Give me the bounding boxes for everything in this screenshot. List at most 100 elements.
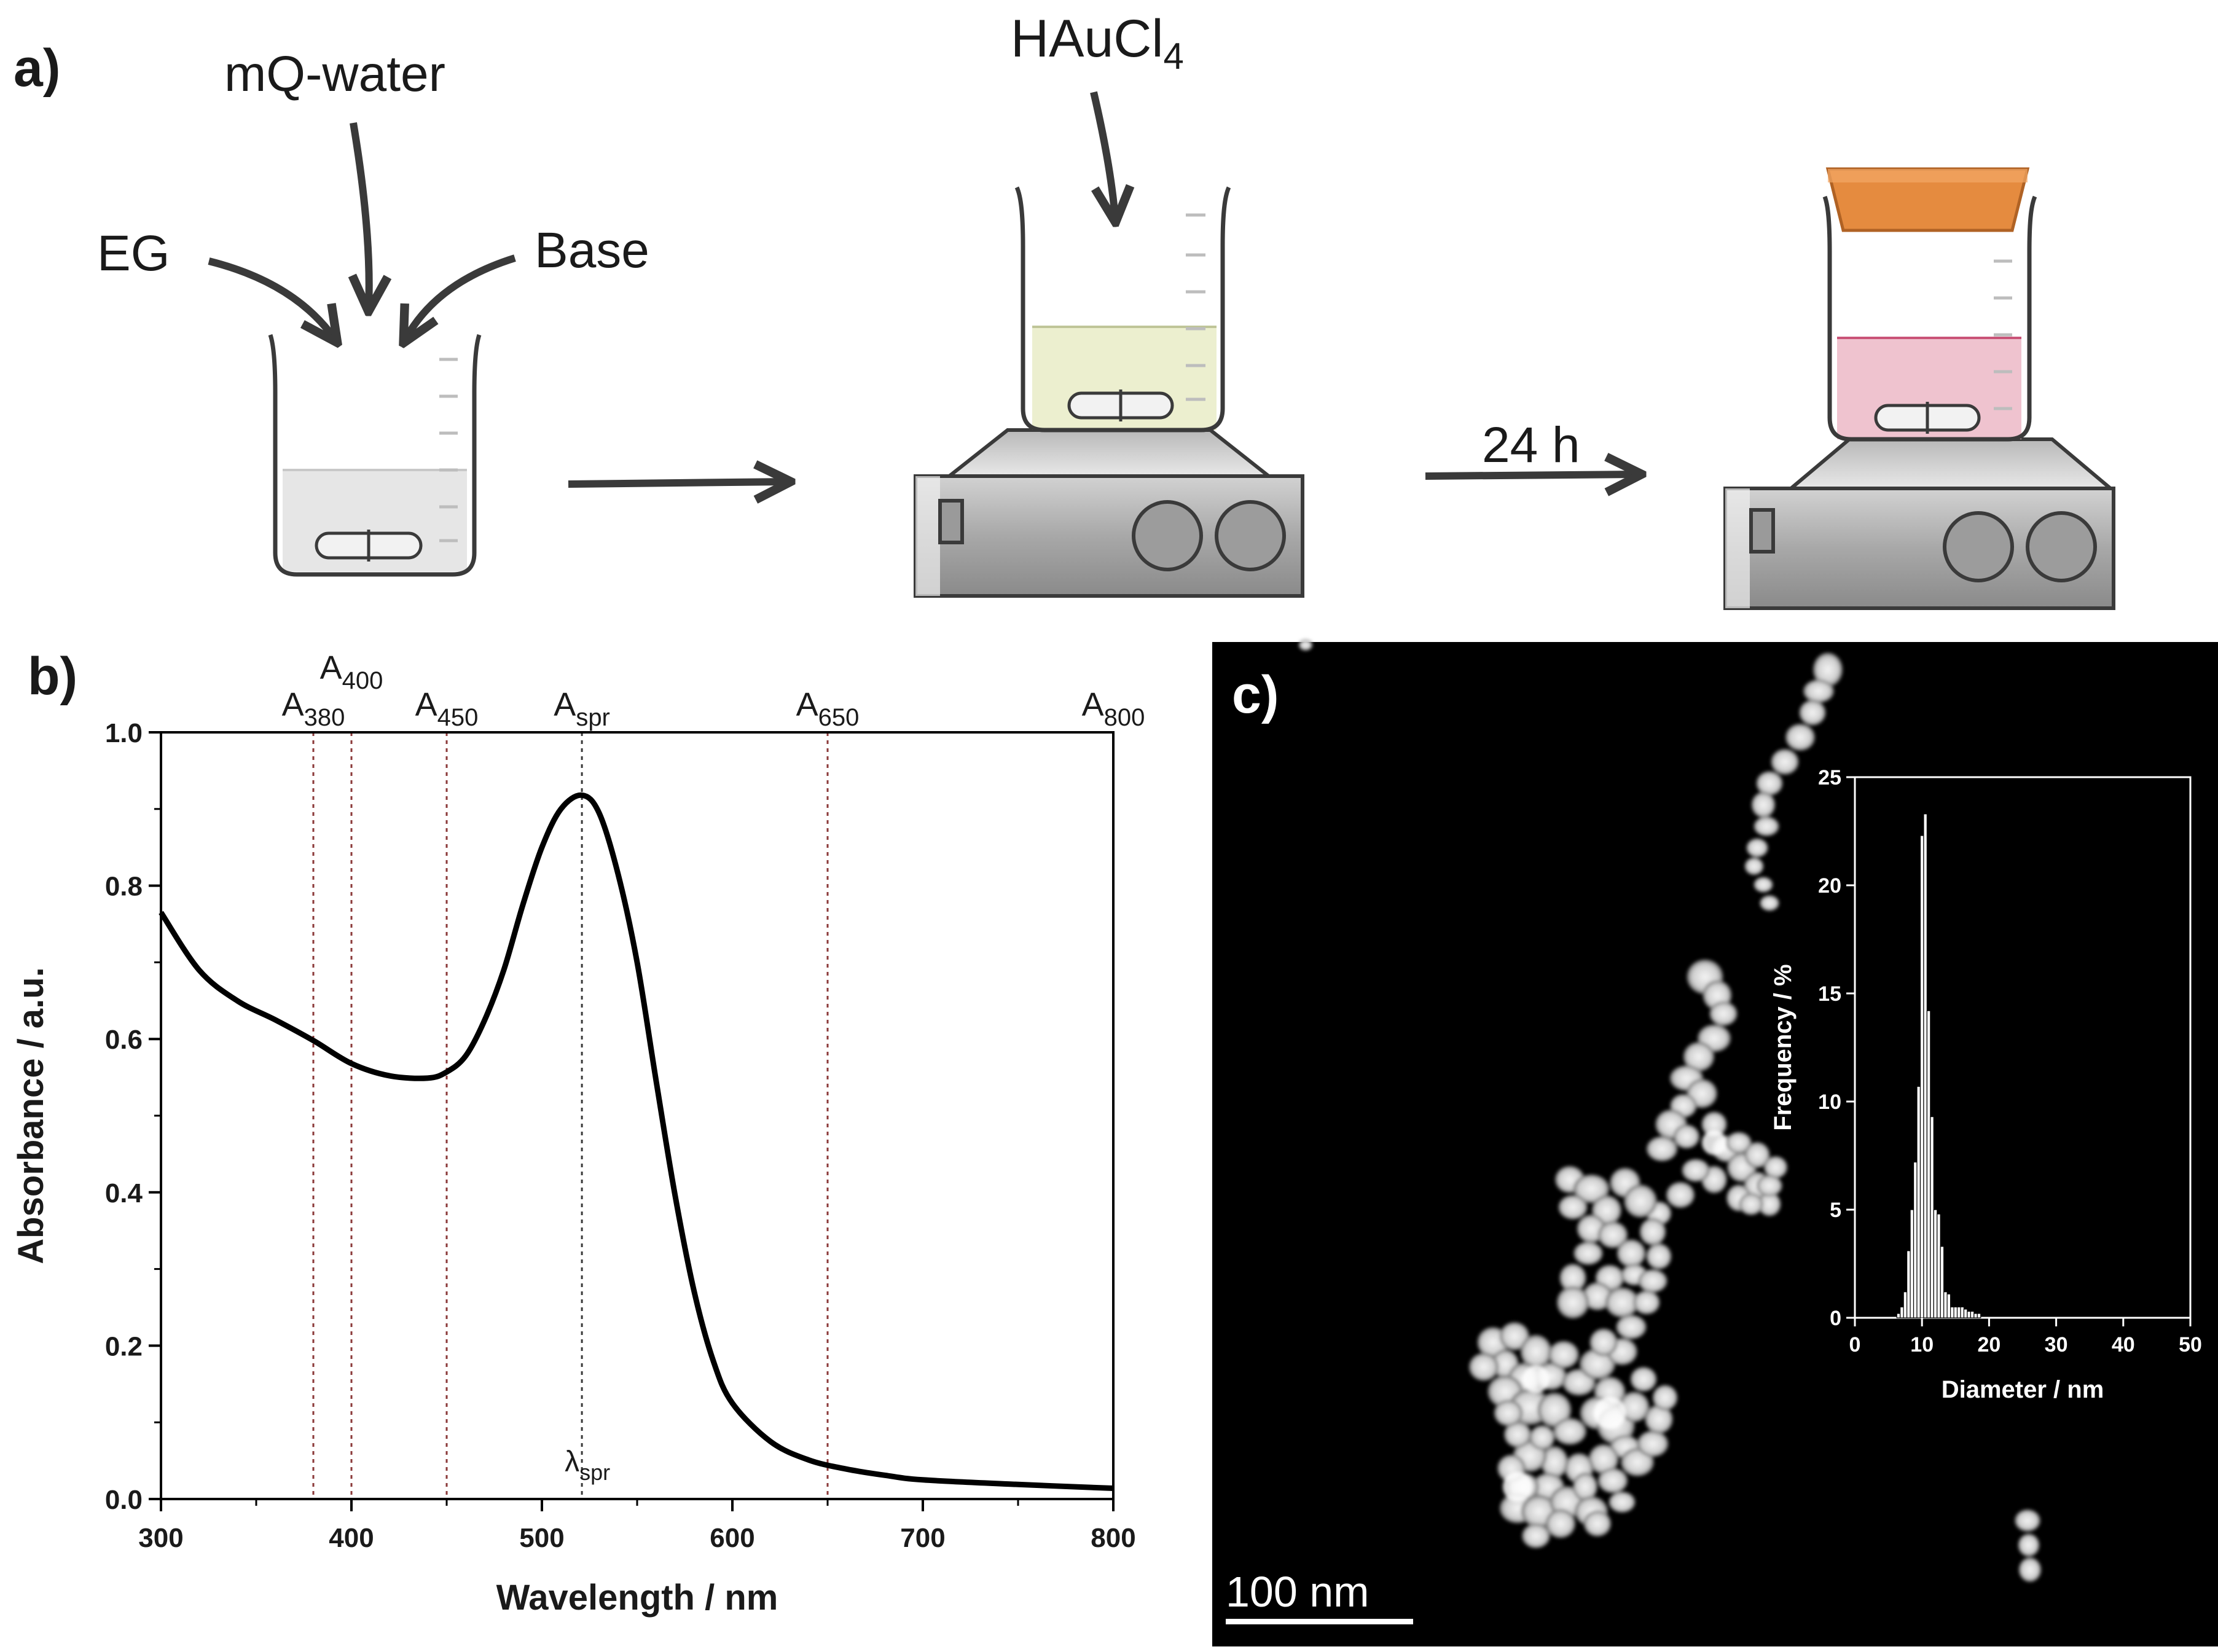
histogram-bar bbox=[1943, 1291, 1948, 1318]
hotplate-knob bbox=[1132, 500, 1203, 571]
nanoparticle bbox=[1683, 1042, 1715, 1071]
nanoparticle bbox=[1503, 1421, 1532, 1448]
nanoparticle bbox=[1757, 1175, 1782, 1197]
nanoparticle bbox=[1785, 724, 1816, 751]
nanoparticle bbox=[1645, 1404, 1673, 1434]
y-tick-label: 20 bbox=[1818, 874, 1841, 898]
histogram-bar bbox=[1933, 1209, 1938, 1318]
nanoparticle bbox=[1666, 1181, 1695, 1208]
nanoparticle bbox=[1522, 1366, 1550, 1393]
y-tick-label: 0 bbox=[1830, 1307, 1841, 1330]
histogram-bar bbox=[1900, 1306, 1904, 1318]
nanoparticle bbox=[1540, 1446, 1569, 1479]
nanoparticle bbox=[1639, 1218, 1666, 1246]
nanoparticle bbox=[1652, 1385, 1678, 1411]
nanoparticle bbox=[1624, 1184, 1657, 1218]
nanoparticle bbox=[1556, 1286, 1589, 1319]
beaker-step1 bbox=[268, 334, 482, 577]
x-tick-label: 400 bbox=[329, 1523, 374, 1553]
x-tick-label: 0 bbox=[1849, 1333, 1861, 1356]
y-tick-label: 0.2 bbox=[105, 1331, 143, 1361]
nanoparticle bbox=[1588, 1444, 1619, 1474]
nanoparticle bbox=[1754, 877, 1773, 893]
nanoparticle bbox=[1746, 838, 1768, 858]
plot-frame-b bbox=[160, 731, 1115, 1500]
nanoparticle bbox=[1559, 1263, 1586, 1293]
nanoparticle bbox=[1619, 1392, 1650, 1422]
x-tick-label: 40 bbox=[2112, 1333, 2135, 1356]
histogram-bar bbox=[1967, 1310, 1971, 1318]
y-tick-label: 0.8 bbox=[105, 872, 143, 902]
nanoparticle bbox=[1499, 1322, 1530, 1350]
hotplate-step3 bbox=[1723, 437, 2116, 610]
x-tick-label: 50 bbox=[2179, 1333, 2202, 1356]
marker-label: A380 bbox=[282, 686, 345, 731]
nanoparticle bbox=[1579, 1348, 1616, 1380]
marker-label: A650 bbox=[796, 686, 860, 731]
reagent-mq-water: mQ-water bbox=[224, 46, 445, 102]
nanoparticle bbox=[1803, 679, 1835, 703]
hotplate-knob bbox=[1943, 511, 2014, 582]
nanoparticle bbox=[1573, 1174, 1610, 1204]
histogram-bar bbox=[1916, 1086, 1921, 1318]
histogram-bar bbox=[1926, 1010, 1931, 1318]
nanoparticle bbox=[1709, 1001, 1738, 1026]
hotplate-display bbox=[938, 499, 964, 544]
absorbance-spectrum-line bbox=[159, 792, 1114, 1492]
nanoparticle bbox=[1637, 1430, 1669, 1457]
nanoparticle bbox=[1739, 1193, 1763, 1215]
histogram-bar bbox=[1896, 1313, 1901, 1318]
beaker-outline bbox=[268, 334, 482, 577]
histogram-bar bbox=[1950, 1306, 1954, 1318]
y-axis-label-c: Frequency / % bbox=[1769, 964, 1797, 1130]
histogram-bar bbox=[1953, 1306, 1958, 1318]
nanoparticle bbox=[1682, 1159, 1710, 1182]
y-tick-label: 0.4 bbox=[105, 1178, 143, 1208]
nanoparticle bbox=[1468, 1353, 1499, 1381]
nanoparticle bbox=[1646, 1243, 1672, 1270]
x-tick-label: 20 bbox=[1977, 1333, 2001, 1356]
nanoparticle bbox=[1646, 1136, 1678, 1162]
histogram-bar bbox=[1923, 813, 1927, 1318]
beaker-graduations bbox=[439, 358, 458, 542]
y-axis-ticks: 0.00.20.40.60.81.0 bbox=[105, 718, 161, 1515]
nanoparticle bbox=[1633, 1290, 1660, 1315]
scale-bar bbox=[1226, 1619, 1413, 1624]
histogram-bar bbox=[1973, 1313, 1978, 1318]
histogram-x-ticks: 0 10 20 30 40 50 bbox=[1849, 1318, 2202, 1356]
nanoparticle bbox=[1744, 857, 1764, 875]
x-tick-label: 10 bbox=[1910, 1333, 1934, 1356]
arrow-base bbox=[406, 254, 516, 339]
panel-a: a) mQ-water EG Base bbox=[14, 9, 2116, 610]
nanoparticle bbox=[1701, 1111, 1727, 1137]
nanoparticle bbox=[1597, 1468, 1628, 1493]
marker-lines bbox=[312, 732, 829, 1499]
nanoparticle bbox=[1553, 1418, 1587, 1445]
nanoparticle bbox=[1548, 1341, 1579, 1369]
nanoparticle bbox=[1522, 1523, 1550, 1549]
histogram-bar bbox=[1946, 1293, 1951, 1318]
marker-label: A400 bbox=[320, 649, 383, 694]
nanoparticle bbox=[1616, 1315, 1647, 1339]
scale-bar-label: 100 nm bbox=[1226, 1568, 1369, 1616]
x-tick-label: 30 bbox=[2045, 1333, 2068, 1356]
nanoparticle bbox=[1799, 700, 1826, 726]
histogram-bar bbox=[1963, 1309, 1968, 1318]
nanoparticle bbox=[1754, 816, 1779, 836]
histogram-bar bbox=[1913, 1161, 1918, 1318]
nanoparticle bbox=[1605, 1287, 1639, 1318]
nanoparticle bbox=[1503, 1472, 1532, 1501]
lambda-spr-label: λspr bbox=[565, 1446, 610, 1485]
arrow-mq-water bbox=[353, 122, 369, 307]
y-tick-label: 0.6 bbox=[105, 1025, 143, 1055]
arrow-step2-to-step3 bbox=[1425, 474, 1637, 476]
nanoparticle bbox=[1583, 1511, 1612, 1537]
beaker-step2 bbox=[1014, 186, 1231, 433]
nanoparticle bbox=[1520, 1334, 1552, 1369]
histogram-bar bbox=[1906, 1250, 1911, 1318]
